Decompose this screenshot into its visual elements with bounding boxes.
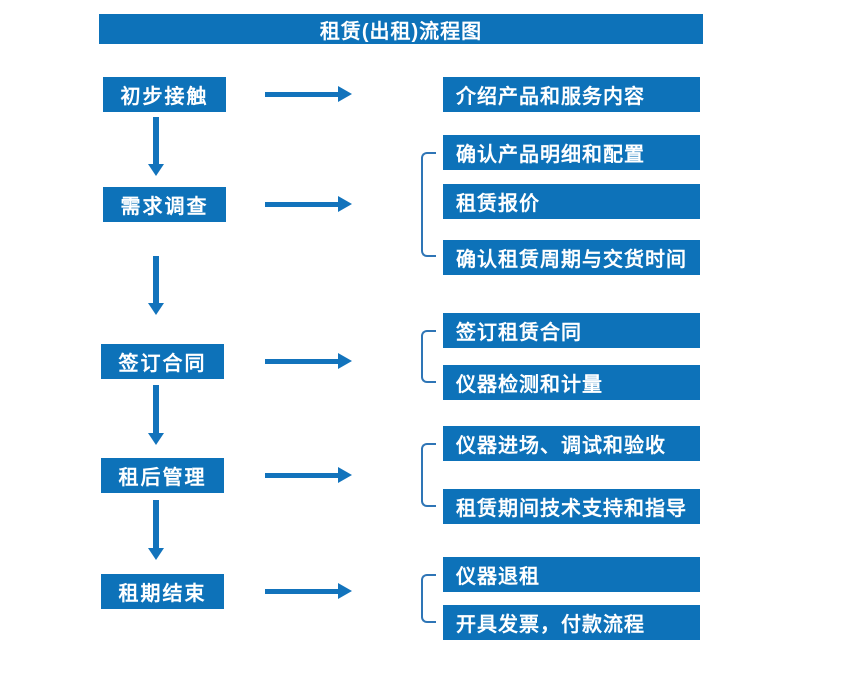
stage-box-sign-contract: 签订合同 xyxy=(101,344,224,379)
flowchart-title: 租赁(出租)流程图 xyxy=(99,14,703,44)
flow-arrow-right-4-icon xyxy=(265,467,352,483)
flow-arrow-right-2-icon xyxy=(265,196,352,212)
output-box-sign-lease: 签订租赁合同 xyxy=(443,313,700,348)
output-bracket-group-5 xyxy=(421,574,436,623)
flow-arrow-down-2-icon xyxy=(148,256,164,315)
flow-arrow-down-4-icon xyxy=(148,500,164,560)
output-bracket-group-2 xyxy=(421,152,436,257)
flow-arrow-right-3-icon xyxy=(265,353,352,369)
output-box-return-instrument: 仪器退租 xyxy=(443,557,700,592)
output-bracket-group-3 xyxy=(421,330,436,383)
flow-arrow-right-1-icon xyxy=(265,86,352,102)
stage-box-post-rental: 租后管理 xyxy=(101,458,224,493)
flow-arrow-down-1-icon xyxy=(148,117,164,176)
output-bracket-group-4 xyxy=(421,443,436,507)
flow-arrow-down-3-icon xyxy=(148,385,164,445)
output-box-instrument-check: 仪器检测和计量 xyxy=(443,365,700,400)
flow-arrow-right-5-icon xyxy=(265,583,352,599)
output-box-confirm-config: 确认产品明细和配置 xyxy=(443,135,700,170)
stage-box-initial-contact: 初步接触 xyxy=(103,77,226,112)
output-box-tech-support: 租赁期间技术支持和指导 xyxy=(443,489,700,524)
output-box-invoice-payment: 开具发票，付款流程 xyxy=(443,605,700,640)
output-box-intro-services: 介绍产品和服务内容 xyxy=(443,77,700,112)
output-box-rental-quote: 租赁报价 xyxy=(443,184,700,219)
output-box-instrument-setup: 仪器进场、调试和验收 xyxy=(443,426,700,461)
stage-box-lease-end: 租期结束 xyxy=(101,574,224,609)
stage-box-demand-survey: 需求调查 xyxy=(103,187,226,222)
output-box-confirm-period: 确认租赁周期与交货时间 xyxy=(443,240,700,275)
